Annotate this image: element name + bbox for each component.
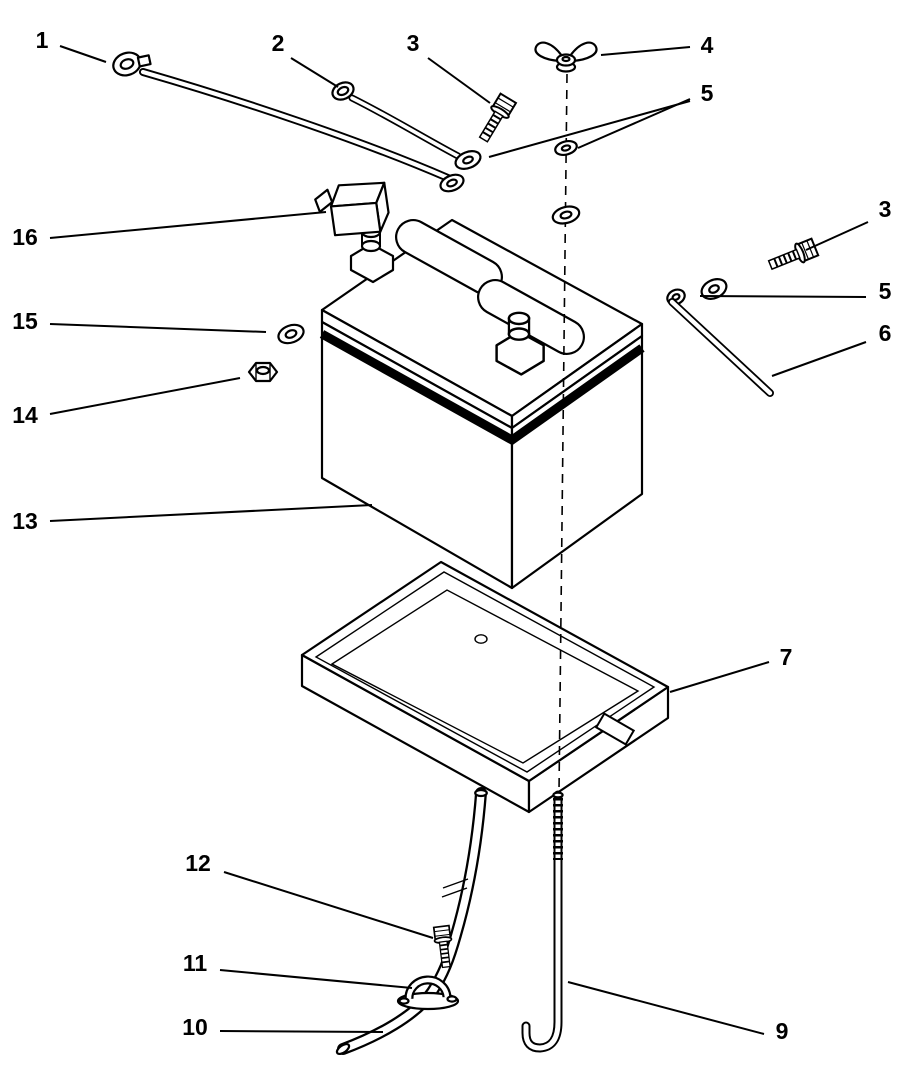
callout-6: 6 <box>879 320 892 346</box>
leader-line-15 <box>49 323 267 333</box>
leader-line-12 <box>223 871 434 939</box>
callout-3: 3 <box>879 196 892 222</box>
flat-washer-axis-lower <box>551 205 581 225</box>
hex-bolt-right <box>767 238 819 275</box>
leader-line-5 <box>699 295 867 298</box>
callout-12: 12 <box>185 850 211 876</box>
leader-line-14 <box>49 377 241 415</box>
callout-1: 1 <box>36 27 49 53</box>
battery-lid-band <box>319 330 645 446</box>
callout-4: 4 <box>701 32 714 58</box>
callout-9: 9 <box>776 1018 789 1044</box>
rod <box>668 298 774 397</box>
tube-end <box>335 1042 351 1056</box>
callout-15: 15 <box>12 308 38 334</box>
callout-16: 16 <box>12 224 38 250</box>
battery-tray <box>300 560 670 814</box>
battery-terminal-right <box>495 311 545 376</box>
leader-line-11 <box>219 969 413 989</box>
battery <box>319 218 645 590</box>
flat-washer-right <box>700 278 728 300</box>
tube <box>335 787 488 1056</box>
callout-5: 5 <box>879 278 892 304</box>
tray-hole <box>474 634 488 644</box>
leader-line-2 <box>290 57 339 88</box>
leader-line-3 <box>805 221 869 251</box>
hex-nut <box>247 361 279 383</box>
ring-terminal <box>112 51 152 77</box>
callout-13: 13 <box>12 508 38 534</box>
hex-bolt-top <box>475 93 517 144</box>
callout-5: 5 <box>701 80 714 106</box>
callout-14: 14 <box>12 402 38 428</box>
terminal-cover <box>314 181 390 237</box>
leader-line-4 <box>600 46 691 56</box>
leader-line-6 <box>771 341 867 377</box>
leader-line-7 <box>669 661 770 693</box>
callout-2: 2 <box>272 30 285 56</box>
flat-washer-terminal <box>454 150 482 170</box>
callout-10: 10 <box>182 1014 208 1040</box>
leader-line-16 <box>49 211 327 239</box>
callout-11: 11 <box>183 950 208 976</box>
tray-slot <box>594 712 636 746</box>
wing-nut <box>534 41 598 73</box>
flat-washer-axis <box>554 140 578 156</box>
battery-terminal-left <box>349 225 395 284</box>
eyelet-cable <box>348 94 462 160</box>
leader-line-3 <box>427 57 491 104</box>
leader-line-5 <box>488 100 691 158</box>
leader-line-9 <box>567 981 765 1035</box>
clamp <box>396 975 460 1011</box>
washer-15 <box>277 323 305 345</box>
hold-down-axis-line <box>558 73 568 793</box>
j-bolt <box>521 790 564 1053</box>
leader-line-10 <box>219 1030 384 1033</box>
leader-line-1 <box>59 45 107 63</box>
leader-line-13 <box>49 504 373 522</box>
negative-cable <box>139 68 452 182</box>
callout-7: 7 <box>780 644 793 670</box>
callout-3: 3 <box>407 30 420 56</box>
